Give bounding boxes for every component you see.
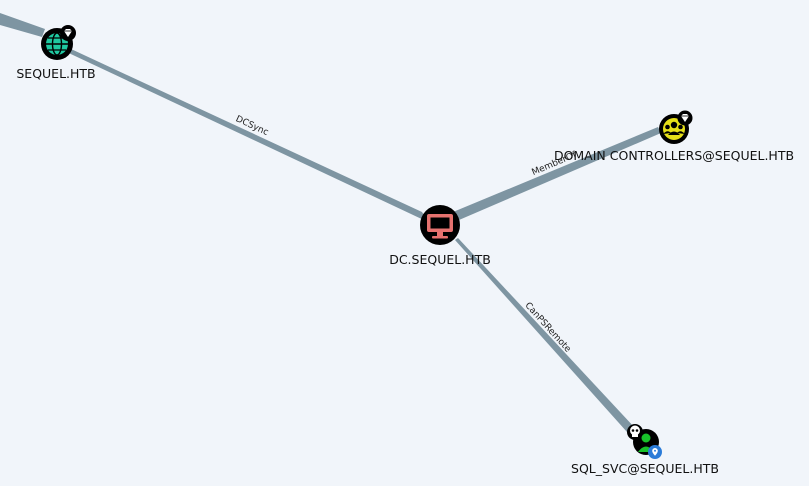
edge-canpsremote-line[interactable] bbox=[455, 238, 635, 432]
node-dc-sequel-htb[interactable]: DC.SEQUEL.HTB bbox=[389, 205, 491, 267]
gem-icon bbox=[60, 25, 76, 41]
edge-offscreen-line[interactable] bbox=[0, 13, 45, 37]
node-sql-svc[interactable]: SQL_SVC@SEQUEL.HTB bbox=[571, 424, 719, 476]
gem-icon bbox=[677, 110, 693, 126]
skull-icon bbox=[627, 424, 643, 440]
edge-dcsync[interactable]: DCSync bbox=[0, 13, 428, 222]
node-sql-svc-label: SQL_SVC@SEQUEL.HTB bbox=[571, 461, 719, 476]
map-pin-icon bbox=[648, 445, 662, 459]
node-dc-sequel-htb-label: DC.SEQUEL.HTB bbox=[389, 252, 491, 267]
node-domain-controllers[interactable]: DOMAIN CONTROLLERS@SEQUEL.HTB bbox=[554, 110, 794, 164]
edge-dcsync-line[interactable] bbox=[56, 42, 428, 222]
edge-canpsremote-label: CanPSRemote bbox=[523, 301, 573, 355]
users-icon bbox=[663, 118, 685, 140]
node-domain-controllers-label: DOMAIN CONTROLLERS@SEQUEL.HTB bbox=[554, 148, 794, 163]
edge-memberof[interactable]: MemberOf bbox=[453, 127, 661, 220]
node-sequel-htb[interactable]: SEQUEL.HTB bbox=[16, 25, 96, 81]
monitor-icon bbox=[427, 214, 453, 239]
edge-memberof-line[interactable] bbox=[453, 127, 661, 220]
edge-canpsremote[interactable]: CanPSRemote bbox=[455, 238, 635, 432]
node-sequel-htb-label: SEQUEL.HTB bbox=[16, 66, 95, 81]
